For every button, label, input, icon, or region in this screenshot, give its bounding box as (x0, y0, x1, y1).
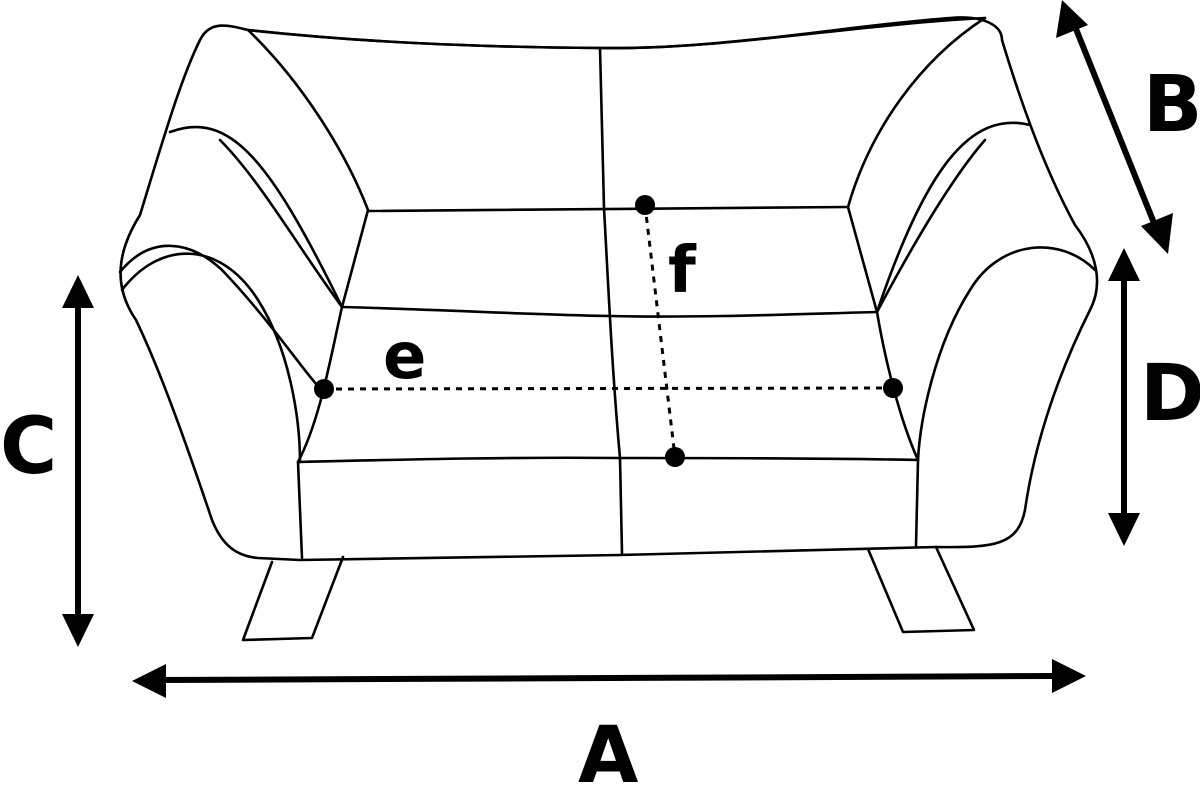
arrow-a-left-head (132, 664, 166, 698)
arrow-b-top-head (1056, 0, 1088, 38)
label-d: D (1140, 349, 1200, 439)
backrest-top-seam (246, 16, 987, 50)
arrow-c-top-head (62, 275, 94, 308)
back-cushion-split (598, 46, 606, 210)
left-leg (241, 555, 345, 642)
label-e: e (383, 320, 426, 394)
measure-e-left-dot (314, 379, 334, 399)
arrow-a-right-head (1052, 659, 1086, 693)
left-arm-inner (218, 28, 370, 309)
right-arm-inner (846, 16, 987, 314)
seat-measurements: e f (314, 195, 903, 467)
arrow-c-bottom-head (62, 614, 94, 647)
seat-back-edge (366, 205, 850, 213)
arrow-d-bottom-head (1108, 513, 1140, 546)
left-arm-curve-top (168, 125, 344, 309)
measure-f-bottom-dot (665, 447, 685, 467)
right-arm-curve-bottom (916, 246, 1097, 462)
label-b: B (1143, 60, 1200, 150)
measure-f-top-dot (635, 195, 655, 215)
label-f: f (668, 234, 697, 308)
measure-e-right-dot (883, 378, 903, 398)
seat-center-split (602, 206, 624, 555)
base-left-seam (296, 460, 304, 560)
left-arm-curve-bottom (120, 252, 302, 464)
left-arm-front (118, 244, 322, 390)
arrow-b-line (1071, 21, 1159, 231)
sofa-drawing (118, 16, 1099, 642)
base-right-seam (914, 458, 920, 548)
arrow-d-top-head (1108, 248, 1140, 281)
arrow-a-line (157, 673, 1061, 683)
arrow-b-bottom-head (1141, 213, 1173, 254)
right-leg (866, 545, 976, 634)
label-c: C (0, 402, 57, 492)
label-a: A (578, 711, 638, 786)
right-arm-curve-top (875, 121, 1032, 314)
seat-front-edge (296, 456, 920, 464)
